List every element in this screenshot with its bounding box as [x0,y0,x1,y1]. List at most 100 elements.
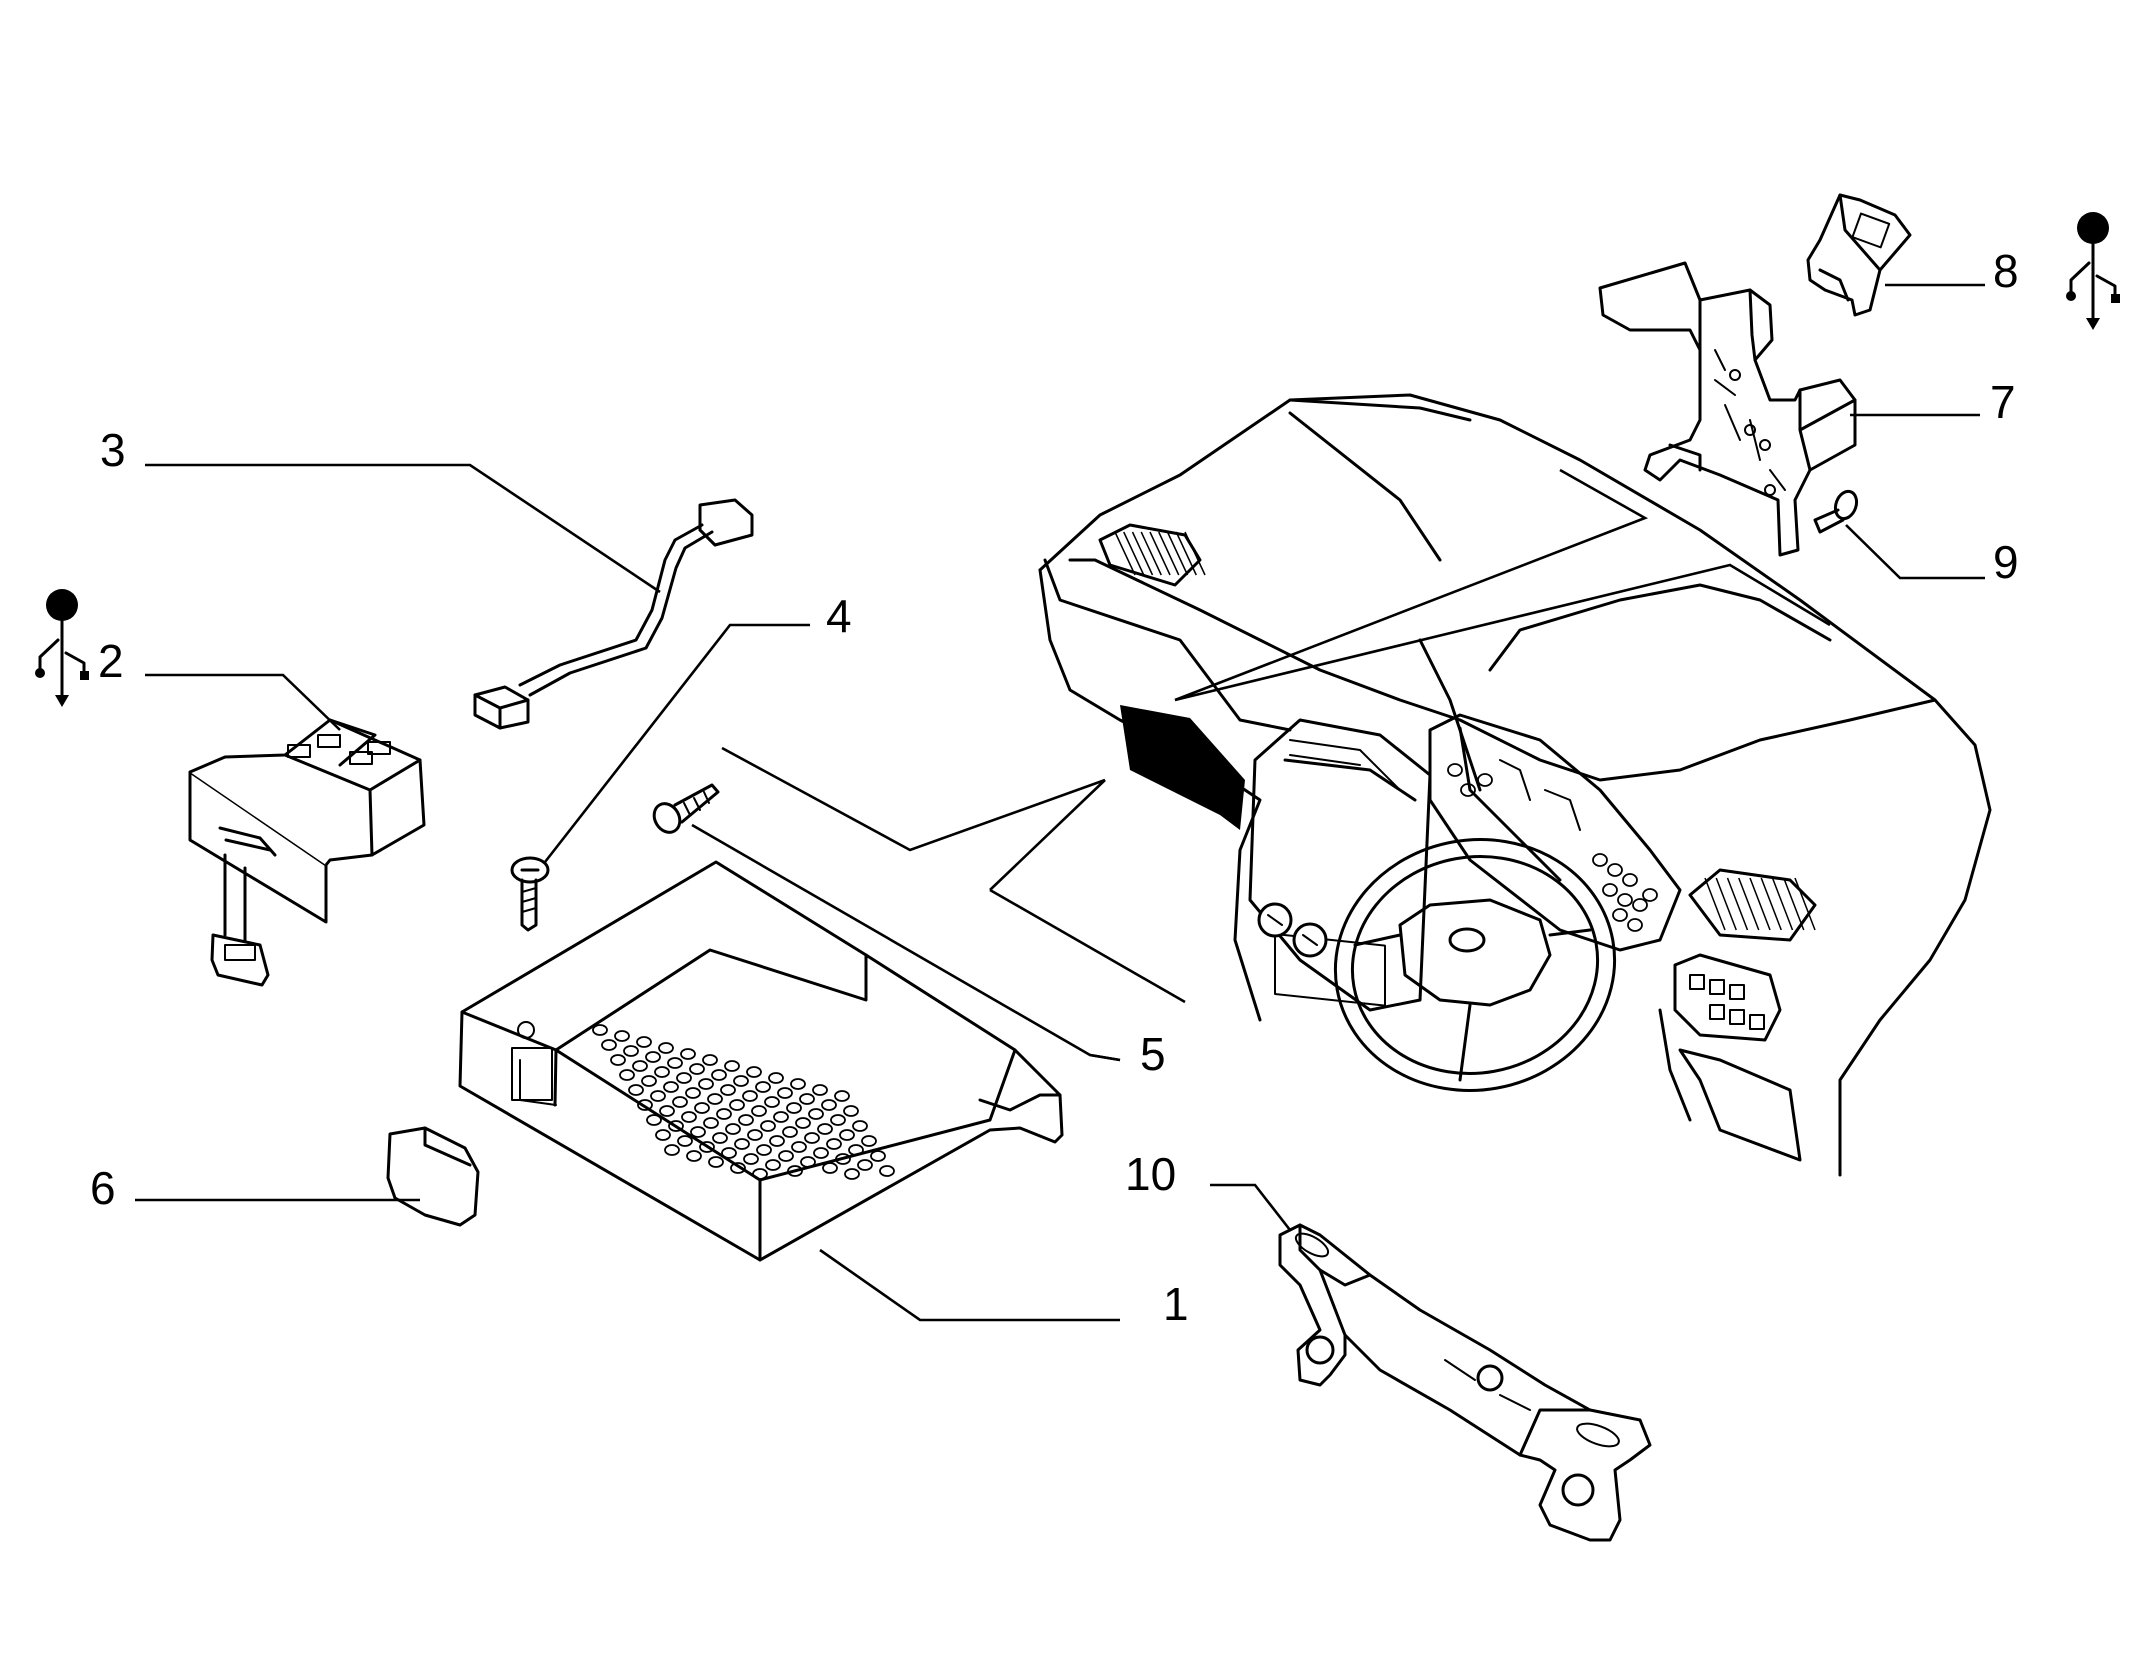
vent-hole [712,1132,728,1144]
vent-hole [747,1129,763,1141]
grille-line [1771,877,1794,931]
vent-hole [681,1111,697,1123]
vent-hole [632,1060,648,1072]
vent-hole [821,1099,837,1111]
vent-hole [839,1129,855,1141]
vent-hole [680,1048,696,1060]
vent-hole [857,1159,873,1171]
grille-line [1760,877,1782,931]
vent-hole [768,1072,784,1084]
vent-hole [861,1135,877,1147]
vent-hole [721,1147,737,1159]
callout-1: 1 [1163,1278,1189,1330]
vent-hole [707,1093,723,1105]
vent-hole [751,1105,767,1117]
leader-lines [135,283,1985,1322]
vent-hole [686,1150,702,1162]
vent-hole [813,1147,829,1159]
vent-hole [614,1030,630,1042]
vent-hole [636,1036,652,1048]
grille-line [1184,531,1206,576]
vent-hole [800,1156,816,1168]
zoom-line-3 [989,779,1106,891]
vent-hole [799,1093,815,1105]
vent-hole [720,1084,736,1096]
cluster-dot [1477,773,1493,787]
cluster-dot [1632,898,1648,912]
vent-hole [650,1090,666,1102]
cluster-dot [1602,883,1618,897]
callout-9: 9 [1993,536,2019,588]
part-1-tray [458,860,1064,1262]
grille-line [1158,531,1180,576]
cluster-dots [1447,763,1658,932]
leader-10 [1210,1183,1292,1231]
vent-hole [659,1105,675,1117]
vent-hole [711,1069,727,1081]
grille-line [1783,877,1805,931]
grille-line [1715,877,1737,931]
part-3-cable [473,498,754,730]
vent-hole [655,1129,671,1141]
vent-hole [782,1126,798,1138]
vent-hole [654,1066,670,1078]
zoom-line-4 [1174,468,1649,702]
vent-hole [689,1063,705,1075]
vent-hole [752,1168,768,1180]
vent-hole [786,1102,802,1114]
vent-hole [699,1141,715,1153]
vent-hole [601,1039,617,1051]
grille-line [1704,877,1726,931]
usb-icon [35,589,89,707]
vent-hole [834,1090,850,1102]
vent-hole [822,1162,838,1174]
grille-line [1149,531,1171,576]
cluster-dot [1612,908,1628,922]
vent-hole [738,1114,754,1126]
vent-hole [769,1135,785,1147]
leader-3 [145,463,661,594]
vent-hole [777,1087,793,1099]
vent-hole [760,1120,776,1132]
vent-hole [795,1117,811,1129]
vent-hole [610,1054,626,1066]
grille-line [1738,877,1760,931]
vent-hole [725,1123,741,1135]
vent-hole [592,1024,608,1036]
vent-hole [703,1117,719,1129]
callout-10: 10 [1125,1148,1176,1200]
vent-hole [734,1138,750,1150]
vent-hole [730,1162,746,1174]
right-vent-grille [1704,877,1816,931]
vent-hole [690,1126,706,1138]
leader-2 [145,673,341,731]
vent-hole [641,1075,657,1087]
grille-line [1175,531,1197,576]
vent-hole [848,1144,864,1156]
vent-hole [628,1084,644,1096]
vent-hole [672,1096,688,1108]
vent-hole [844,1168,860,1180]
callout-5: 5 [1140,1028,1166,1080]
part-10-support-bar [1278,1223,1652,1542]
zoom-line-1 [721,746,1106,852]
vent-hole [765,1159,781,1171]
cluster-dot [1642,888,1658,902]
vent-hole [698,1078,714,1090]
callout-4: 4 [826,590,852,642]
vent-hole [791,1141,807,1153]
left-vent-grille [1114,531,1206,576]
vent-hole [743,1153,759,1165]
usb-icon [2066,212,2120,330]
vent-hole [708,1156,724,1168]
part-7-bracket [1598,261,1857,557]
vent-hole [756,1144,772,1156]
vent-hole [623,1045,639,1057]
vent-hole [667,1057,683,1069]
part-9-bolt [1813,489,1859,534]
vent-hole [702,1054,718,1066]
vent-hole [724,1060,740,1072]
callout-3: 3 [100,424,126,476]
vent-hole [778,1150,794,1162]
vent-hole [694,1102,710,1114]
